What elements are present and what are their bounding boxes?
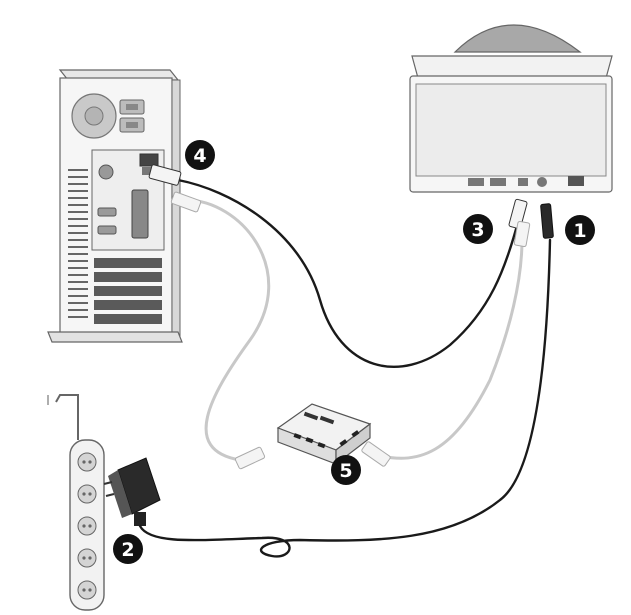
power-jack-icon: [537, 177, 547, 187]
vent-slots: [68, 169, 88, 318]
computer-tower: [47, 69, 183, 343]
ac-adapter: [103, 457, 161, 526]
scanner: [409, 24, 613, 193]
callout-3-label: 3: [471, 219, 484, 241]
plugs: [148, 164, 554, 470]
callout-1-label: 1: [573, 220, 586, 242]
callout-1: 1: [565, 215, 595, 245]
usb-port-icon: [468, 178, 484, 186]
callout-2: 2: [113, 534, 143, 564]
power-plug-icon: [540, 203, 554, 239]
expansion-slots: [94, 258, 162, 324]
power-cable: [138, 238, 552, 558]
usb-cable-computer-hub: [184, 198, 271, 462]
callout-4-label: 4: [193, 145, 206, 167]
callout-5: 5: [331, 455, 361, 485]
usb-hub: [276, 403, 372, 466]
callout-4: 4: [185, 140, 215, 170]
usb-cable-computer-scanner: [176, 178, 520, 368]
callout-2-label: 2: [121, 539, 134, 561]
callout-3: 3: [463, 214, 493, 244]
power-strip: [47, 394, 105, 611]
usb-cable-hub-scanner: [366, 238, 524, 460]
usb-plug-icon: [148, 164, 182, 186]
outlet-icon: [77, 452, 97, 600]
callout-5-label: 5: [339, 460, 352, 482]
cables: [138, 178, 552, 558]
